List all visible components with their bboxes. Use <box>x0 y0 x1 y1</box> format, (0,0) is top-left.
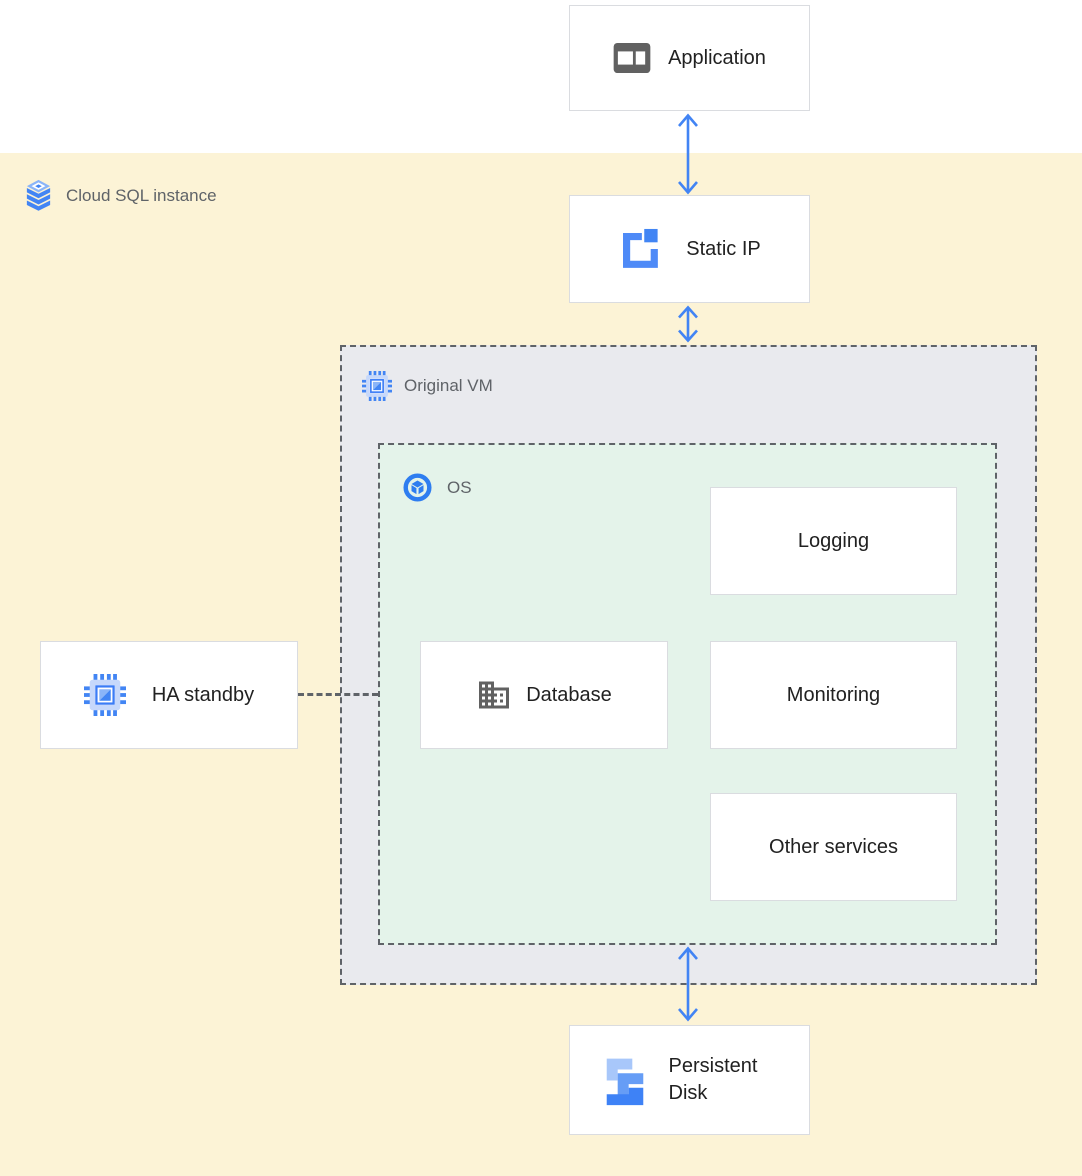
node-other-services: Other services <box>710 793 957 901</box>
ha-standby-connector-line <box>298 693 378 696</box>
arrow-staticip-vm <box>676 305 700 343</box>
application-label: Application <box>668 46 766 69</box>
node-logging: Logging <box>710 487 957 595</box>
node-persistent-disk: Persistent Disk <box>569 1025 810 1135</box>
os-label: OS <box>403 473 472 502</box>
node-ha-standby: HA standby <box>40 641 298 749</box>
original-vm-label-text: Original VM <box>404 376 493 395</box>
persistent-disk-label: Persistent Disk <box>668 1055 758 1104</box>
logging-label: Logging <box>797 529 870 552</box>
cloud-sql-instance-label: Cloud SQL instance <box>24 179 217 213</box>
database-label: Database <box>526 683 612 706</box>
os-label-text: OS <box>447 477 472 497</box>
original-vm-label: Original VM <box>362 371 493 401</box>
node-database: Database <box>420 641 668 749</box>
node-monitoring: Monitoring <box>710 641 957 749</box>
monitoring-label: Monitoring <box>786 683 881 706</box>
arrow-application-staticip <box>676 113 700 195</box>
os-icon <box>403 473 432 502</box>
compute-engine-icon <box>362 371 392 401</box>
other-services-label: Other services <box>769 835 898 858</box>
node-static-ip: Static IP <box>569 195 810 303</box>
cloud-sql-icon <box>26 179 51 211</box>
static-ip-label: Static IP <box>686 237 761 260</box>
ha-standby-label: HA standby <box>151 683 255 706</box>
compute-engine-icon <box>83 674 126 716</box>
node-application: Application <box>569 5 810 111</box>
arrow-vm-persistentdisk <box>676 946 700 1022</box>
static-ip-icon <box>623 228 659 268</box>
cloud-sql-instance-label-text: Cloud SQL instance <box>66 186 217 205</box>
application-window-icon <box>613 42 651 74</box>
persistent-disk-icon <box>606 1058 643 1105</box>
database-building-icon <box>479 681 510 709</box>
